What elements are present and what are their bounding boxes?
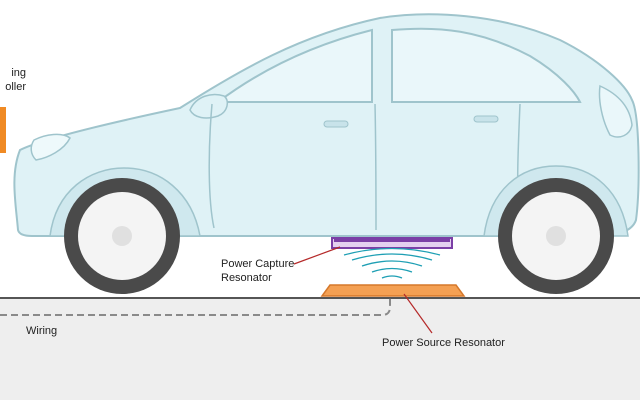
power-capture-resonator-top <box>334 238 450 242</box>
charging-controller-box <box>0 107 6 153</box>
rear-window <box>391 27 582 103</box>
side-mirror <box>189 93 229 119</box>
front-wheel <box>64 178 180 294</box>
ground <box>0 298 640 400</box>
underground-wiring <box>0 296 391 316</box>
rear-wheel <box>498 178 614 294</box>
charging-controller-label-line1: ing <box>11 67 26 79</box>
power-source-resonator <box>320 284 466 297</box>
charging-controller-label-line2: oller <box>5 81 26 93</box>
power-capture-label-line1: Power Capture <box>221 258 295 270</box>
headlight <box>30 133 71 161</box>
front-door-handle <box>323 120 349 128</box>
power-capture-label: Power Capture Resonator <box>221 257 294 285</box>
source-pointer-line <box>403 293 433 334</box>
power-source-label: Power Source Resonator <box>382 337 505 349</box>
wiring-label: Wiring <box>26 325 58 337</box>
rear-door-handle <box>473 115 499 123</box>
power-capture-label-line2: Resonator <box>221 272 272 284</box>
wireless-energy-waves <box>343 247 441 279</box>
capture-pointer-line <box>293 246 341 265</box>
charging-controller-label: ing oller <box>0 66 26 94</box>
rear-quarter-window <box>598 84 633 138</box>
front-window <box>214 28 373 103</box>
